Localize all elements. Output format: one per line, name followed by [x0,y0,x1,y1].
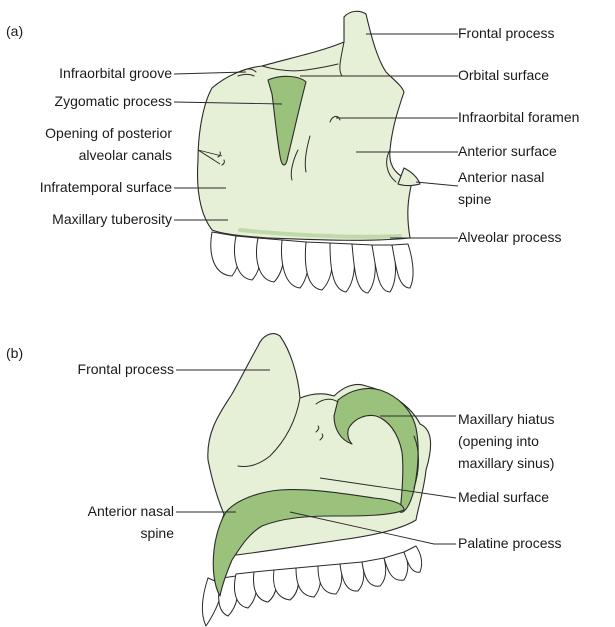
label-zygomatic-process: Zygomatic process [55,93,172,109]
label-posterior-canals-1: Opening of posterior [45,125,172,141]
label-anterior-nasal-spine-b-2: spine [141,525,175,541]
label-alveolar-process: Alveolar process [458,229,562,245]
panel-b-label: (b) [6,345,23,361]
panel-a: (a) [6,11,579,293]
teeth-b [202,546,421,626]
label-anterior-nasal-spine-b-1: Anterior nasal [88,503,174,519]
label-anterior-nasal-spine-a-2: spine [458,191,492,207]
label-infraorbital-groove: Infraorbital groove [59,65,172,81]
anterior-nasal-spine-a [398,168,420,186]
label-posterior-canals-2: alveolar canals [79,147,172,163]
label-maxillary-hiatus-2: (opening into [458,433,539,449]
label-maxillary-hiatus-1: Maxillary hiatus [458,411,554,427]
label-maxillary-tuberosity: Maxillary tuberosity [52,211,172,227]
panel-b: (b) [6,334,562,626]
label-infraorbital-foramen: Infraorbital foramen [458,109,579,125]
label-frontal-process-a: Frontal process [458,25,554,41]
label-medial-surface: Medial surface [458,489,549,505]
label-palatine-process: Palatine process [458,535,562,551]
label-anterior-nasal-spine-a-1: Anterior nasal [458,169,544,185]
maxilla-lateral-body [198,11,412,240]
panel-a-label: (a) [6,23,23,39]
label-infratemporal-surface: Infratemporal surface [40,179,172,195]
label-orbital-surface: Orbital surface [458,67,549,83]
label-maxillary-hiatus-3: maxillary sinus) [458,455,554,471]
teeth-a [211,232,413,293]
label-frontal-process-b: Frontal process [78,361,174,377]
label-anterior-surface: Anterior surface [458,143,557,159]
